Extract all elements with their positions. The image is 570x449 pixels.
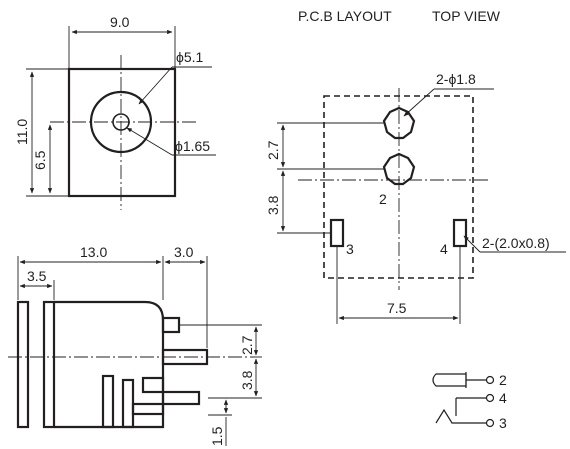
pcb-pin-3-label: 3	[346, 241, 354, 257]
pin-diameter-label: ϕ1.65	[175, 138, 210, 154]
side-pin-top	[161, 316, 181, 334]
pcb-hole-1	[382, 106, 416, 140]
outer-diameter-label: ϕ5.1	[176, 49, 204, 65]
schematic-pin-3-terminal	[485, 418, 495, 428]
side-terminal-b	[121, 378, 135, 429]
pcb-outline	[323, 95, 474, 279]
pcb-pitch-a-label: 2.7	[265, 140, 281, 160]
pcb-slot-3	[329, 218, 345, 248]
schematic-pin-2-plug	[432, 373, 467, 387]
pcb-pitch-b-label: 3.8	[265, 195, 281, 215]
schematic-pin-4-terminal	[485, 393, 495, 403]
side-pitch-a-label: 2.7	[239, 335, 255, 355]
schematic-pin-3-label: 3	[499, 415, 507, 431]
hole-spec-leader	[403, 88, 435, 117]
front-center-height-label: 6.5	[32, 150, 48, 170]
schematic-pin-3-switch	[435, 408, 486, 424]
side-flange-inner	[42, 300, 56, 429]
pcb-layout-title: P.C.B LAYOUT	[298, 8, 392, 24]
front-view: 9.0 11.0 6.5 ϕ5.1 ϕ1.65	[14, 14, 216, 210]
pcb-slot-spec-label: 2-(2.0x0.8)	[482, 235, 550, 251]
pcb-width-label: 7.5	[387, 300, 407, 316]
jack-center-pin	[112, 113, 130, 131]
side-pin-offset-label: 3.0	[174, 244, 194, 260]
pcb-pin-2-label: 2	[379, 191, 387, 207]
slot-spec-leader	[463, 235, 481, 253]
schematic-pin-4-label: 4	[499, 390, 507, 406]
top-view-title: TOP VIEW	[432, 8, 501, 24]
outer-diameter-leader	[138, 66, 173, 105]
side-pin-lower-stub	[141, 376, 165, 394]
pcb-hole-spec-label: 2-ϕ1.8	[436, 71, 476, 87]
side-pin-lower	[161, 390, 201, 406]
jack-outer-circle	[89, 90, 153, 154]
side-flange	[16, 300, 30, 429]
front-height-label: 11.0	[14, 119, 30, 145]
side-body-outline	[54, 300, 165, 429]
front-width-label: 9.0	[110, 14, 130, 30]
pcb-hole-2	[382, 152, 416, 186]
side-pitch-b-label: 3.8	[239, 370, 255, 390]
side-view: 13.0 3.0 3.5 2.7 3.8 1.5	[8, 244, 262, 446]
side-pin-height-label: 1.5	[209, 426, 225, 446]
schematic-symbol: 2 4 3	[432, 372, 507, 431]
schematic-pin-2-label: 2	[499, 372, 507, 388]
schematic-pin-2-terminal	[485, 375, 495, 385]
side-flange-label: 3.5	[27, 268, 47, 284]
pcb-layout: 2 3 4 2-ϕ1.8 2-(2.0x0.8) 2.7 3.8 7.5	[265, 71, 566, 324]
side-length-label: 13.0	[80, 244, 107, 260]
pcb-pin-4-label: 4	[440, 241, 448, 257]
side-terminal-foot	[131, 402, 165, 416]
pin-diameter-leader	[126, 127, 173, 156]
side-terminal-a	[101, 374, 115, 429]
front-body-outline	[67, 67, 177, 198]
pcb-slot-4	[452, 218, 468, 248]
